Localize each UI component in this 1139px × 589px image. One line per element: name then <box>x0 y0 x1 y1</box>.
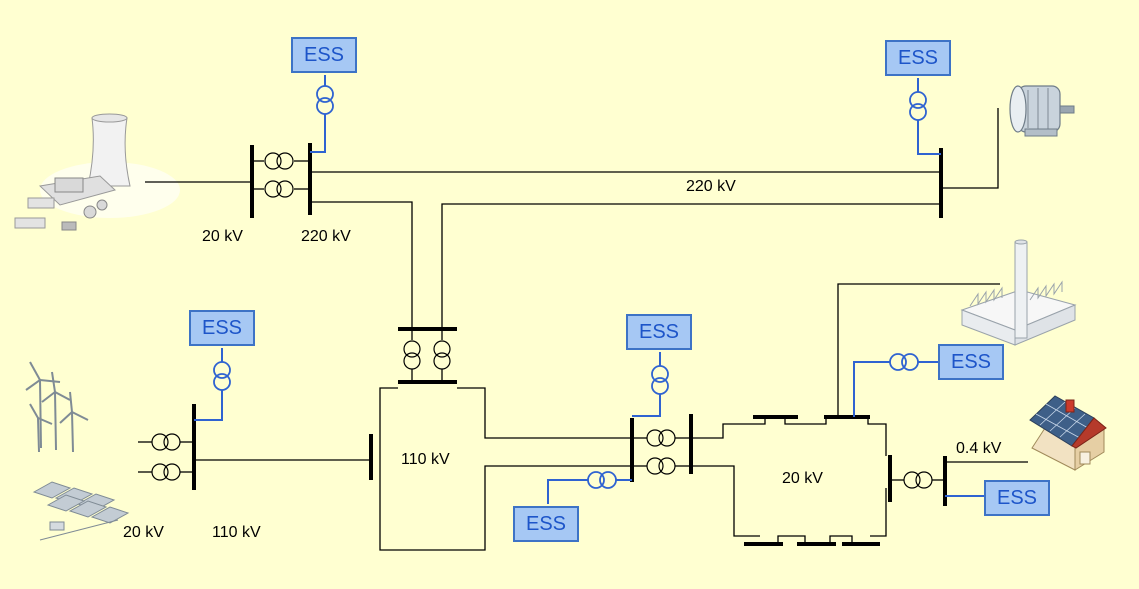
ring-20kv-right <box>867 418 887 456</box>
ess2-connection <box>909 78 941 155</box>
dist-transformer-upper <box>632 429 690 447</box>
label-gen-20kv: 20 kV <box>202 228 243 245</box>
ring-20kv-bottom-right <box>870 488 887 537</box>
ess-7: ESS <box>984 480 1050 516</box>
ring-110kv-left <box>379 387 630 551</box>
label-ren-110kv: 110 kV <box>212 524 261 541</box>
gen-transformer-lower <box>252 180 310 198</box>
ess6-connection <box>853 353 938 417</box>
ess3-connection <box>194 348 231 421</box>
ring-20kv-bottom-link1 <box>777 535 806 544</box>
label-dist-20kv: 20 kV <box>782 470 823 487</box>
ring-20kv-left <box>691 465 760 537</box>
power-plant-icon <box>14 113 180 231</box>
label-sub-110kv: 110 kV <box>401 451 450 468</box>
motor-feeder-line <box>941 108 999 189</box>
ess-2: ESS <box>885 40 951 76</box>
label-lv-04kv: 0.4 kV <box>956 440 1002 457</box>
house-icon <box>1029 395 1107 471</box>
ess5-connection <box>547 471 632 504</box>
line-220kv-down-left <box>310 201 413 328</box>
ess-3: ESS <box>189 310 255 346</box>
sub-transformer-right <box>433 329 451 382</box>
ess-1: ESS <box>291 37 357 73</box>
ren-transformer-lower <box>138 463 194 481</box>
line-220kv-down-right <box>441 203 940 328</box>
ess-4: ESS <box>626 314 692 350</box>
label-line-220kv: 220 kV <box>686 178 736 195</box>
ess4-connection <box>632 352 669 417</box>
dist-transformer-lower <box>632 457 690 475</box>
sub-transformer-left <box>403 329 421 382</box>
gen-transformer-upper <box>252 152 310 170</box>
label-gen-220kv: 220 kV <box>301 228 351 245</box>
factory-feeder-line <box>837 283 1000 417</box>
ess-6: ESS <box>938 344 1004 380</box>
ren-transformer-upper <box>138 433 194 451</box>
ess-5: ESS <box>513 506 579 542</box>
ess1-connection <box>310 75 334 153</box>
ring-20kv-top-left <box>691 418 766 439</box>
ring-110kv-right <box>457 387 630 439</box>
factory-icon <box>960 239 1077 346</box>
lv-transformer <box>890 471 945 489</box>
label-ren-20kv: 20 kV <box>123 524 164 541</box>
ring-20kv-bottom-link2 <box>829 535 853 544</box>
motor-icon <box>1009 85 1075 137</box>
ring-20kv-top-mid <box>784 418 827 425</box>
wind-solar-icon <box>25 361 130 541</box>
